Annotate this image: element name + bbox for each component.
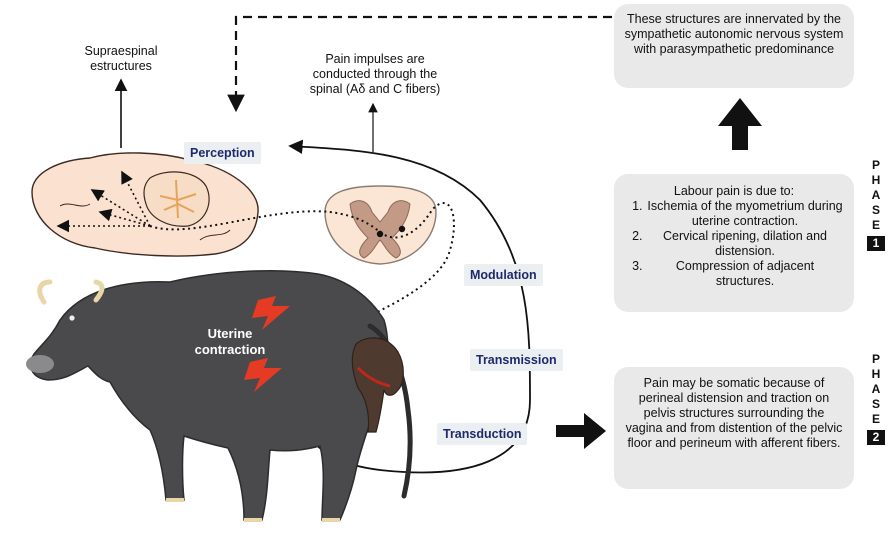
phase2-label: P H A S E 2 [867, 352, 885, 445]
phase-letter: P [867, 158, 885, 173]
list-item: Ischemia of the myometrium during uterin… [646, 199, 844, 229]
stage-modulation: Modulation [464, 264, 543, 286]
phase1-box: Labour pain is due to: Ischemia of the m… [614, 174, 854, 312]
phase-letter: H [867, 367, 885, 382]
phase-letter: S [867, 203, 885, 218]
phase1-list: Ischemia of the myometrium during uterin… [624, 199, 844, 289]
list-item: Compression of adjacent structures. [646, 259, 844, 289]
phase-letter: A [867, 188, 885, 203]
up-arrow-icon [718, 98, 762, 150]
brain-icon [32, 153, 258, 256]
innervation-box: These structures are innervated by the s… [614, 4, 854, 88]
phase-letter: E [867, 412, 885, 427]
phase-letter: E [867, 218, 885, 233]
phase-letter: S [867, 397, 885, 412]
phase1-title: Labour pain is due to: [624, 184, 844, 199]
phase2-text: Pain may be somatic because of perineal … [626, 376, 843, 450]
phase-number: 2 [867, 430, 885, 445]
stage-transmission: Transmission [470, 349, 563, 371]
synapse-dot [399, 226, 405, 232]
buffalo-icon [26, 271, 410, 520]
uterine-contraction-label: Uterine contraction [180, 326, 280, 358]
phase-letter: H [867, 173, 885, 188]
right-arrow-icon [556, 413, 606, 449]
phase2-box: Pain may be somatic because of perineal … [614, 367, 854, 489]
stage-transduction: Transduction [437, 423, 527, 445]
list-item: Cervical ripening, dilation and distensi… [646, 229, 844, 259]
phase-letter: P [867, 352, 885, 367]
pain-impulses-label: Pain impulses are conducted through the … [300, 52, 450, 97]
stage-perception: Perception [184, 142, 261, 164]
phase-letter: A [867, 382, 885, 397]
phase1-label: P H A S E 1 [867, 158, 885, 251]
phase-number: 1 [867, 236, 885, 251]
supraspinal-label: Supraespinal estructures [66, 44, 176, 74]
synapse-dot [377, 231, 383, 237]
innervation-text: These structures are innervated by the s… [625, 12, 844, 56]
